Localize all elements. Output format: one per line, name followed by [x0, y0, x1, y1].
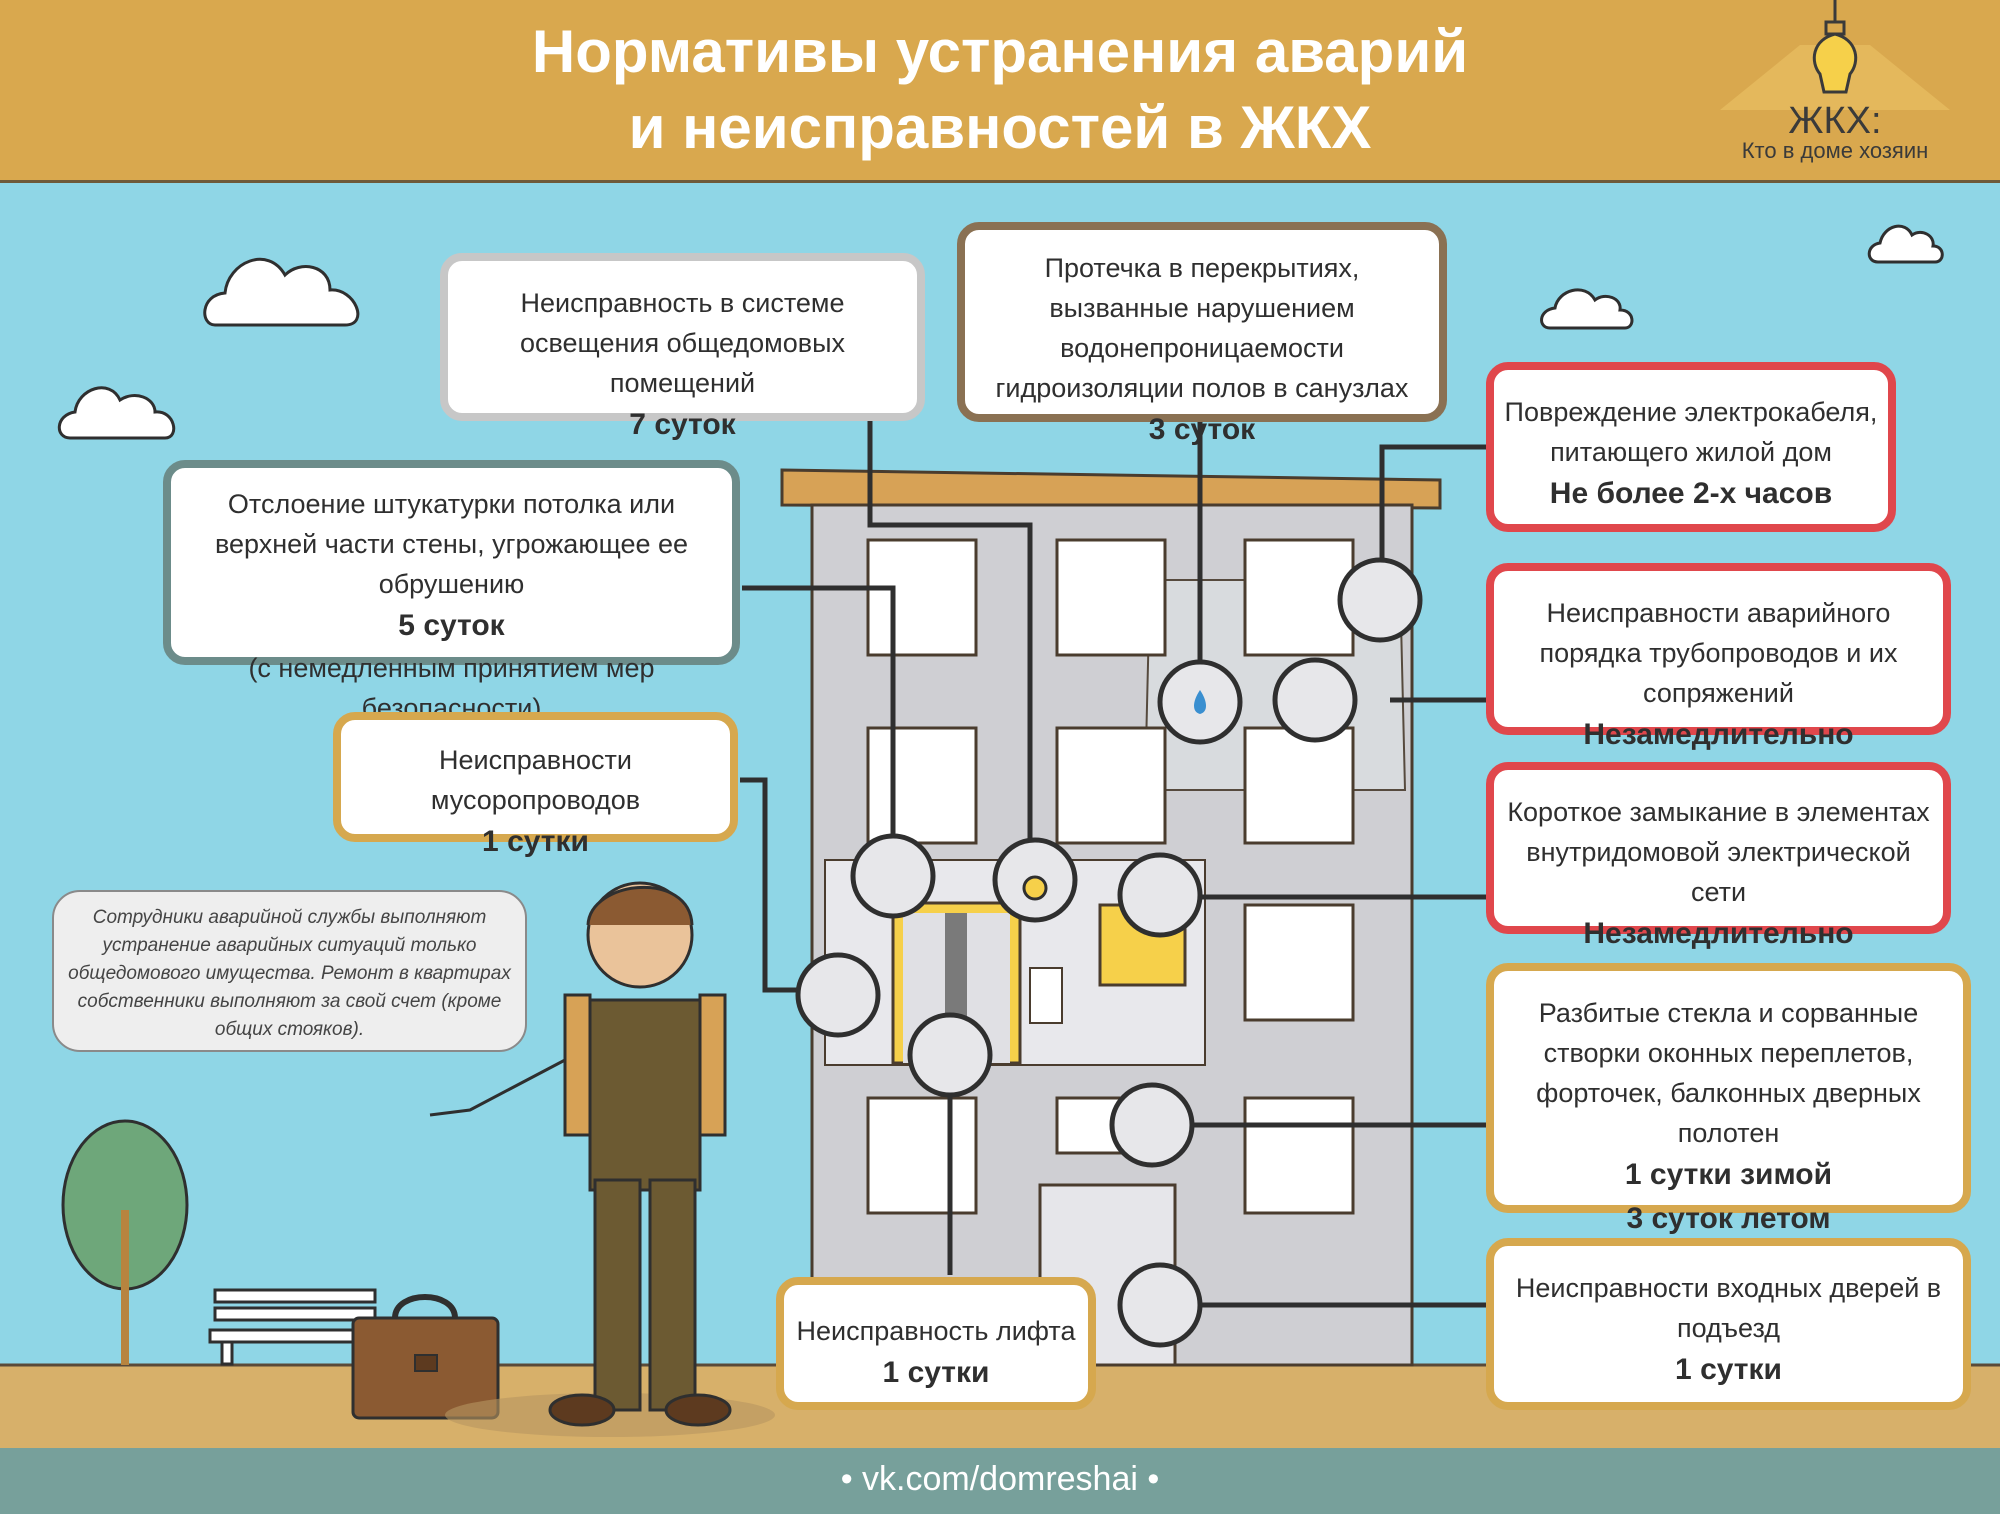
card-text: Неисправность в системе освещения общедо…: [519, 288, 846, 398]
card-lighting: Неисправность в системе освещения общедо…: [440, 253, 925, 441]
window: [1243, 538, 1355, 657]
footer: • vk.com/domreshai •: [0, 1448, 2000, 1514]
short-circuit-icon: [1117, 852, 1203, 938]
elevator-icon: [907, 1012, 993, 1098]
logo-text-main: ЖКХ:: [1788, 100, 1882, 142]
window: [866, 1096, 978, 1215]
header-banner: Нормативы устранения аварий и неисправно…: [0, 0, 2000, 183]
card-term-summer: 3 суток летом: [1626, 1202, 1831, 1235]
window: [1243, 1096, 1355, 1215]
door-handle-icon: [1117, 1262, 1203, 1348]
lightbulb-icon: [1720, 0, 1950, 110]
tree: [61, 1119, 189, 1365]
title-line-1: Нормативы устранения аварий: [531, 18, 1469, 85]
window: [1243, 903, 1355, 1022]
card-term: 5 суток: [398, 609, 505, 642]
briefcase-icon: [351, 1294, 500, 1420]
window: [1055, 538, 1167, 657]
card-cable: Повреждение электрокабеля, питающего жил…: [1486, 362, 1896, 532]
card-text: Неисправности мусоропроводов: [430, 745, 641, 815]
card-term: Не более 2-х часов: [1549, 477, 1833, 510]
card-term: Незамедлительно: [1583, 917, 1854, 950]
card-term-winter: 1 сутки зимой: [1624, 1158, 1833, 1191]
card-text: Разбитые стекла и сорванные створки окон…: [1536, 998, 1921, 1148]
card-text: Отслоение штукатурки потолка или верхней…: [214, 489, 689, 599]
window: [1243, 726, 1355, 845]
bench: [208, 1288, 382, 1366]
window: [866, 726, 978, 845]
card-term: 3 суток: [1148, 413, 1256, 446]
title-line-2: и неисправностей в ЖКХ: [628, 94, 1372, 161]
cable-icon: [1337, 557, 1423, 643]
card-term: 7 суток: [629, 408, 736, 441]
broken-glass-icon: [1109, 1082, 1195, 1168]
card-text: Неисправность лифта: [796, 1316, 1076, 1346]
garbage-chute-icon: [795, 952, 881, 1038]
card-term: 1 сутки: [1675, 1353, 1782, 1386]
card-text: Неисправности аварийного порядка трубопр…: [1539, 598, 1898, 708]
card-short-circuit: Короткое замыкание в элементах внутридом…: [1486, 762, 1951, 950]
card-text: Короткое замыкание в элементах внутридом…: [1507, 797, 1930, 907]
page-title: Нормативы устранения аварий и неисправно…: [0, 14, 2000, 166]
card-pipes: Неисправности аварийного порядка трубопр…: [1486, 563, 1951, 751]
card-term: Незамедлительно: [1583, 718, 1854, 751]
footer-link[interactable]: • vk.com/domreshai •: [840, 1460, 1160, 1498]
card-leak: Протечка в перекрытиях, вызванные наруше…: [957, 222, 1447, 446]
worker-figure: [429, 881, 775, 1437]
speech-bubble: Сотрудники аварийной службы выполняют ус…: [52, 890, 527, 1052]
card-glass: Разбитые стекла и сорванные створки окон…: [1486, 963, 1971, 1235]
card-doors: Неисправности входных дверей в подъезд 1…: [1486, 1238, 1971, 1410]
cloud-icon: [57, 386, 176, 440]
card-term: 1 сутки: [882, 1356, 990, 1389]
cloud-icon: [203, 257, 360, 327]
window: [866, 538, 978, 657]
card-text: Протечка в перекрытиях, вызванные наруше…: [995, 253, 1409, 403]
window: [1055, 726, 1167, 845]
card-lift: Неисправность лифта 1 сутки: [776, 1277, 1096, 1410]
broken-ceiling-icon: [850, 833, 936, 919]
logo-text-sub: Кто в доме хозяин: [1741, 138, 1929, 163]
card-plaster: Отслоение штукатурки потолка или верхней…: [163, 460, 740, 723]
pipe-icon: [1272, 657, 1358, 743]
cloud-icon: [1867, 224, 1944, 264]
logo: ЖКХ: Кто в доме хозяин: [1720, 0, 1950, 170]
cloud-icon: [1540, 288, 1634, 330]
card-term: 1 сутки: [482, 825, 589, 858]
card-garbage: Неисправности мусоропроводов 1 сутки: [333, 712, 738, 858]
card-text: Неисправности входных дверей в подъезд: [1515, 1273, 1942, 1343]
card-text: Повреждение электрокабеля, питающего жил…: [1504, 397, 1878, 467]
